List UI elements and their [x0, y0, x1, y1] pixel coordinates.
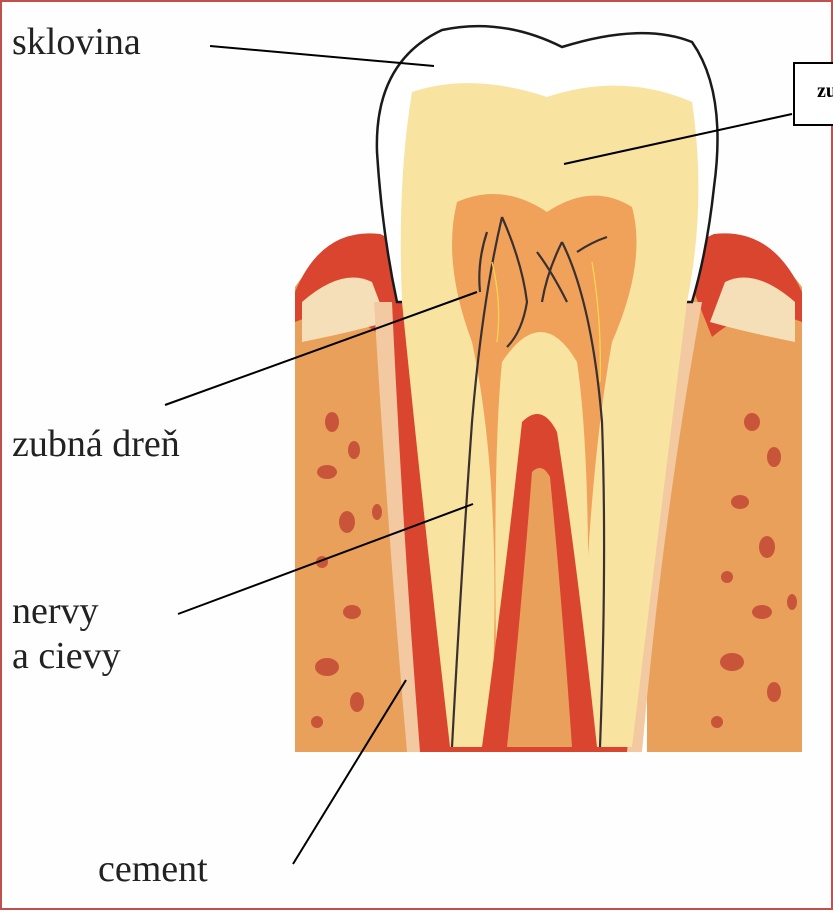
callout-box-zubovina: zu — [793, 62, 833, 126]
